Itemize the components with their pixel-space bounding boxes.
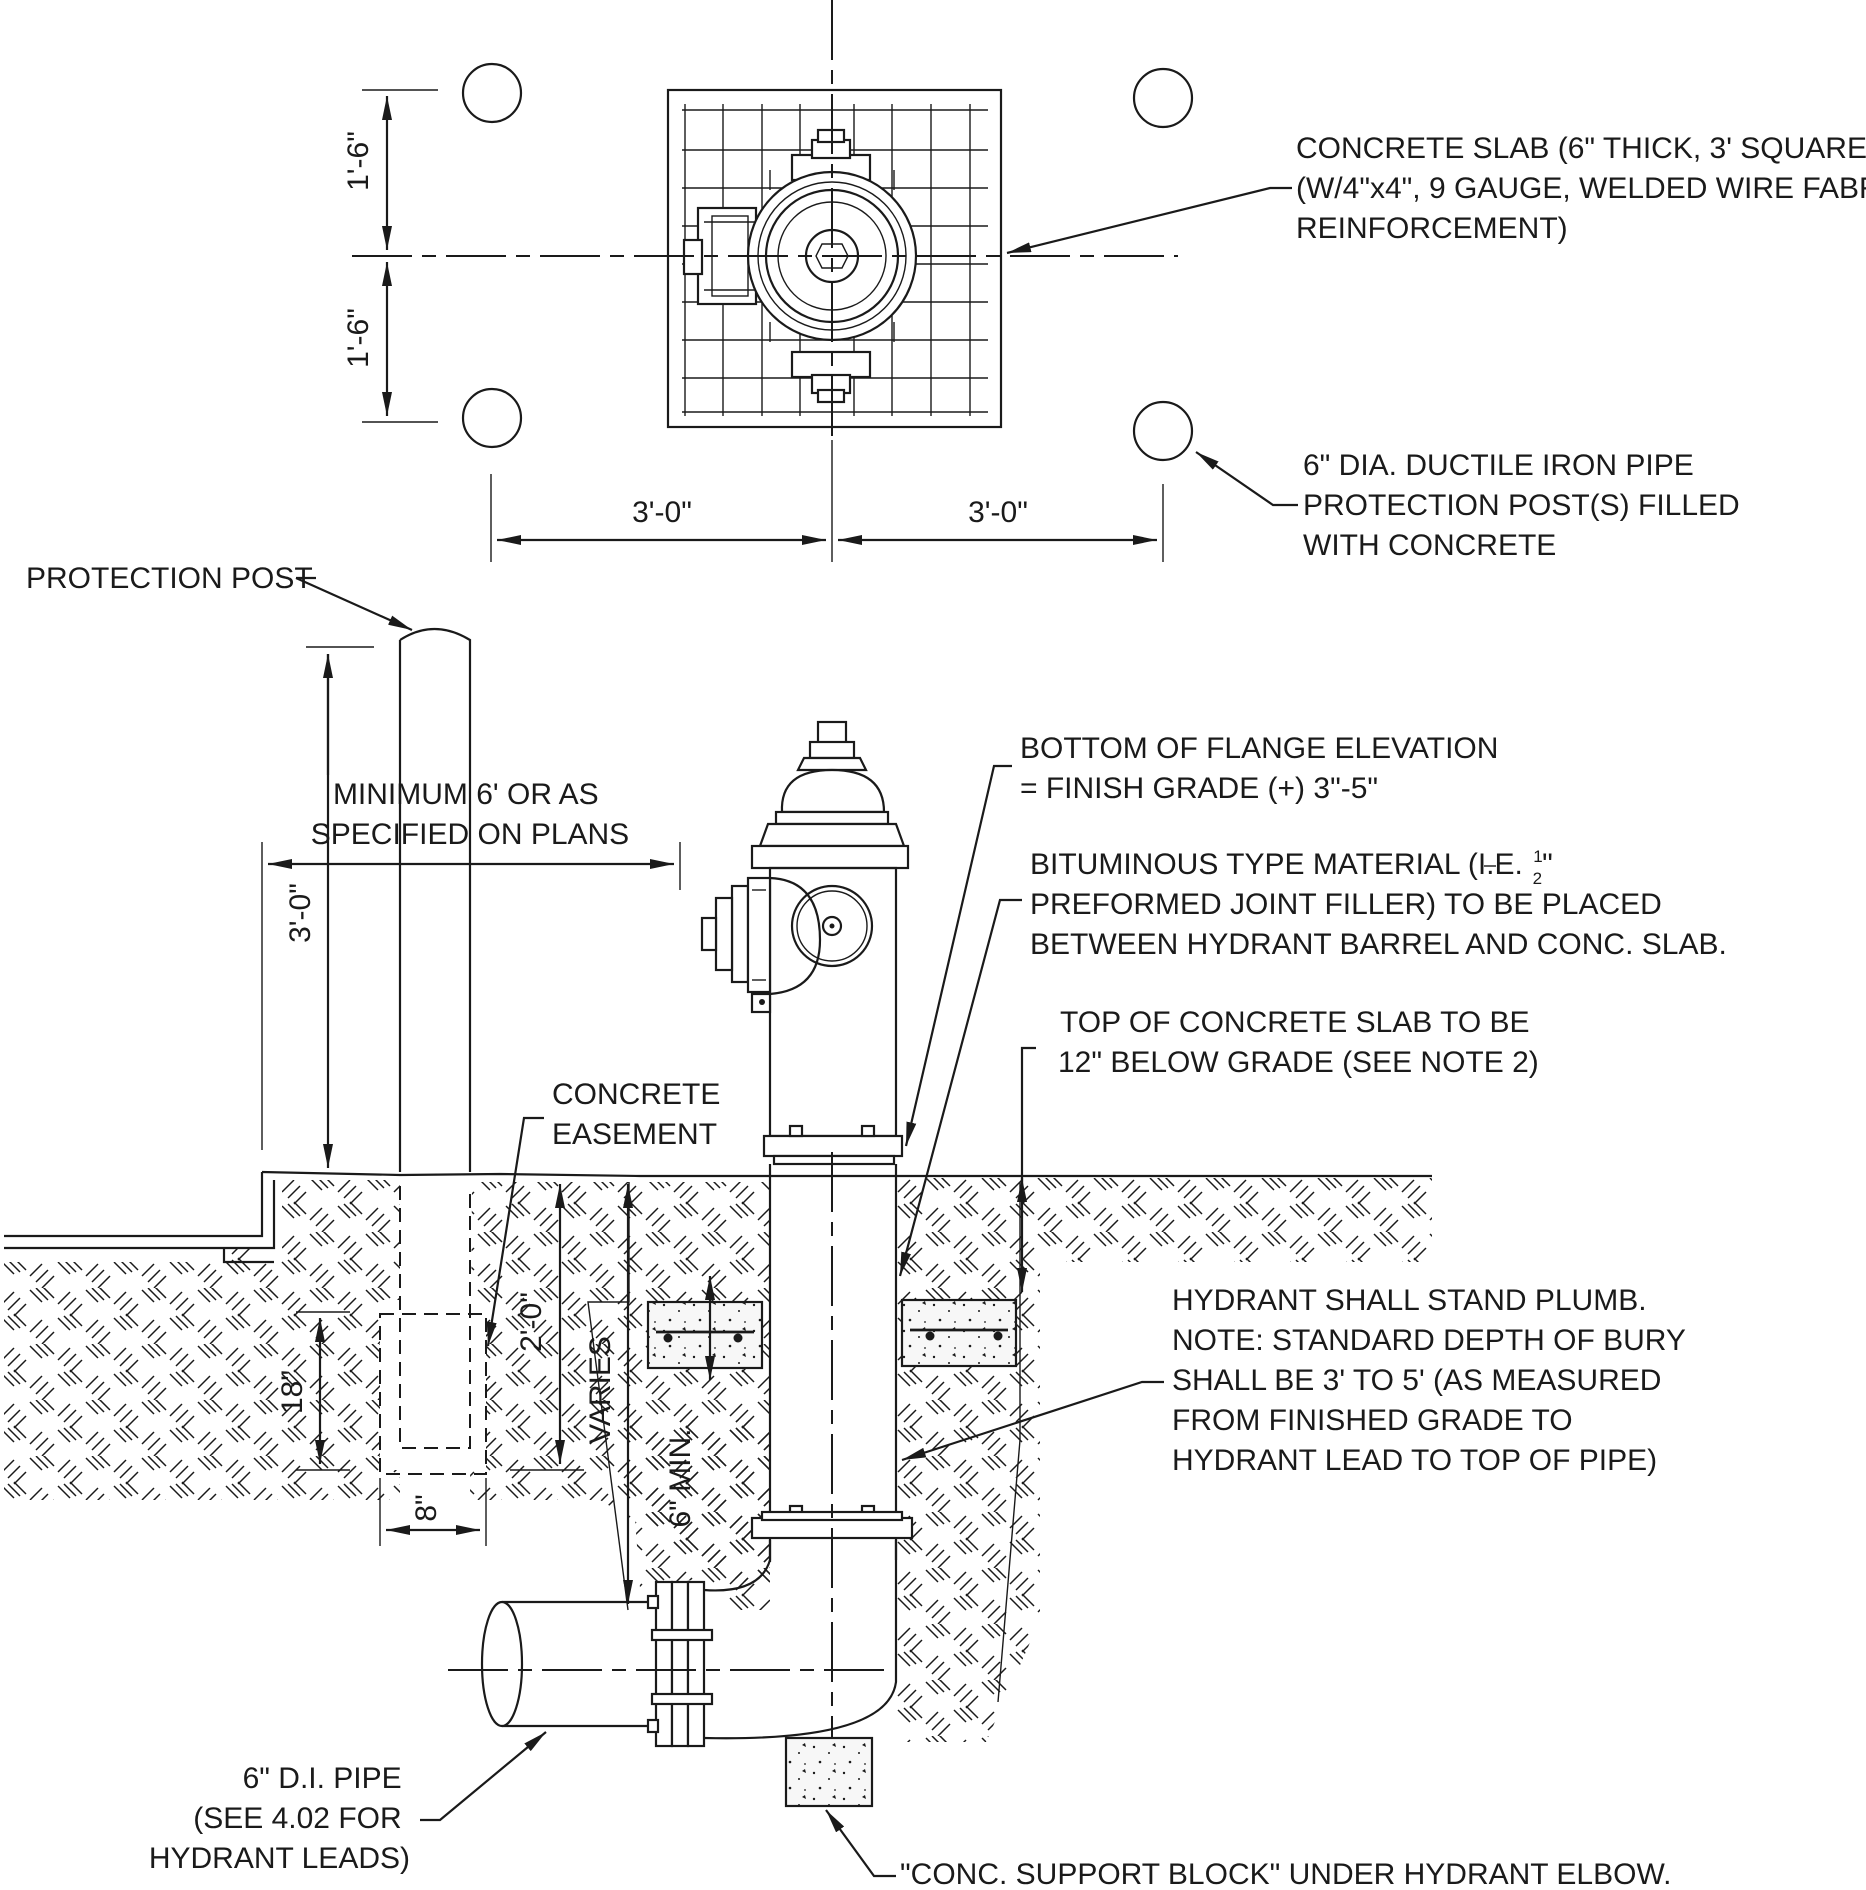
leader-bottom-flange [904, 764, 1012, 1147]
di-pipe-lead [480, 1580, 714, 1748]
callout-support-block: "CONC. SUPPORT BLOCK" UNDER HYDRANT ELBO… [900, 1858, 1671, 1890]
plan-horizontal-dimension [490, 440, 1164, 562]
dim-post-spacing-right: 3'-0" [968, 496, 1028, 529]
leader-top-slab [1017, 1046, 1036, 1292]
pointer-protection-post [295, 576, 413, 632]
callout-plumb: HYDRANT SHALL STAND PLUMB. NOTE: STANDAR… [1172, 1284, 1694, 1477]
callout-bituminous-line3: BETWEEN HYDRANT BARREL AND CONC. SLAB. [1030, 928, 1727, 961]
dim-half-slab-lower: 1'-6" [342, 308, 375, 368]
plan-concrete-slab [666, 88, 1003, 429]
finish-grade-line [261, 1170, 1432, 1178]
leader-ductile-post [1195, 451, 1298, 507]
dim-post-spacing-left: 3'-0" [632, 496, 692, 529]
plan-post-bottom-right [1132, 400, 1194, 462]
callout-di-pipe: 6" D.I. PIPE (SEE 4.02 FOR HYDRANT LEADS… [149, 1762, 410, 1875]
dim-post-above-grade: 3'-0" [284, 883, 317, 943]
dim-min-below-slab: 6" MIN. [664, 1429, 697, 1528]
callout-top-slab: TOP OF CONCRETE SLAB TO BE 12" BELOW GRA… [1058, 1006, 1539, 1079]
leader-concrete-easement [486, 1116, 544, 1347]
plan-post-top-right [1132, 67, 1194, 129]
plan-vertical-dimension [362, 89, 438, 423]
callout-ductile-post: 6" DIA. DUCTILE IRON PIPE PROTECTION POS… [1303, 449, 1748, 562]
dim-half-slab-upper: 1'-6" [342, 131, 375, 191]
leader-concrete-slab [1006, 186, 1292, 255]
plan-hydrant-top [682, 128, 918, 404]
dim-easement-depth: 2'-0" [515, 1292, 548, 1352]
callout-concrete-slab: CONCRETE SLAB (6" THICK, 3' SQUARE) (W/4… [1296, 132, 1866, 245]
dim-post-height-note: MINIMUM 6' OR AS SPECIFIED ON PLANS [311, 778, 629, 851]
callout-protection-post: PROTECTION POST [26, 562, 313, 595]
protection-post-elevation [398, 628, 472, 1172]
callout-bottom-flange: BOTTOM OF FLANGE ELEVATION = FINISH GRAD… [1020, 732, 1507, 805]
dim-post-embed: 18" [276, 1370, 309, 1414]
leader-support-block [825, 1809, 896, 1878]
elevation-view: 3'-0" MINIMUM 6' OR AS SPECIFIED ON PLAN… [4, 562, 1727, 1890]
plan-post-top-left [461, 62, 523, 124]
concrete-easement-outline [379, 1313, 487, 1475]
easement-void [380, 1300, 486, 1470]
leader-plumb [901, 1380, 1164, 1462]
callout-concrete-easement: CONCRETE EASEMENT [552, 1078, 729, 1151]
easement-inner [399, 1186, 471, 1449]
leader-bituminous [898, 898, 1022, 1277]
dim-varies: VARIES [584, 1336, 617, 1444]
hydrant-elevation [700, 720, 914, 1562]
callout-bituminous-line2: PREFORMED JOINT FILLER) TO BE PLACED [1030, 888, 1662, 921]
dim-easement-width: 8" [410, 1494, 443, 1521]
leader-di-pipe [420, 1731, 547, 1822]
curb-profile [4, 1172, 276, 1264]
soil-mass [4, 1178, 1432, 1742]
plan-post-bottom-left [461, 387, 523, 449]
plan-view: 1'-6" 1'-6" 3'-0" 3'-0" CONCRETE SLAB (6… [342, 0, 1866, 562]
